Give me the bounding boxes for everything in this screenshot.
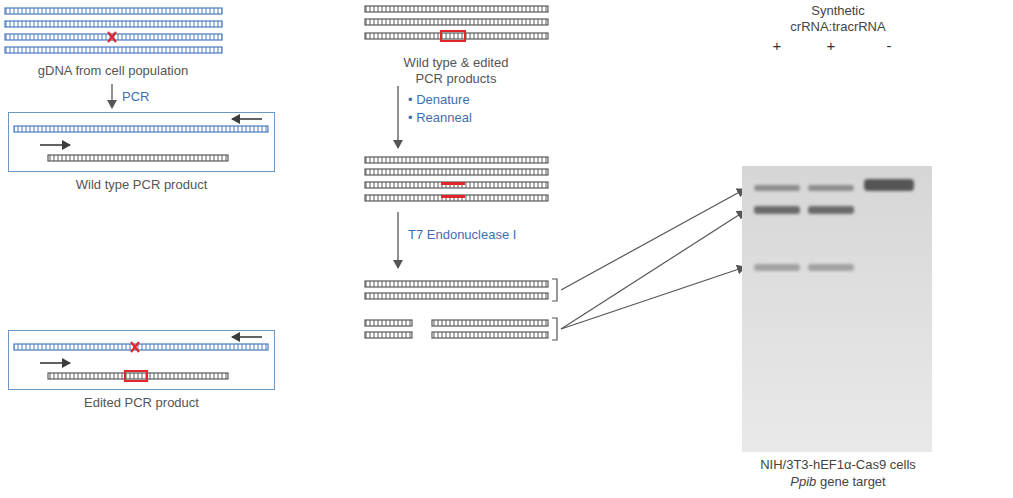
- lane-sign: +: [827, 38, 836, 54]
- leader-arrow: [561, 189, 745, 290]
- gel-bands: [754, 179, 914, 271]
- gel-caption: gene target: [820, 474, 886, 489]
- lane-sign: -: [887, 38, 892, 54]
- gel: [742, 166, 932, 452]
- dna-duplex: [365, 6, 548, 12]
- template-strand: [14, 126, 268, 132]
- dna-duplex: [5, 47, 222, 53]
- dna-duplex: [365, 19, 548, 25]
- gel-band: [754, 185, 800, 191]
- dna-duplex: [365, 293, 548, 299]
- genomic-dna: [5, 8, 222, 53]
- primer-arrow: [40, 362, 70, 364]
- reannealed-products: [365, 157, 548, 201]
- primer-arrow: [40, 144, 70, 146]
- dna-duplex: [5, 21, 222, 27]
- step-label: PCR: [122, 89, 149, 105]
- dna-duplex: [365, 281, 548, 287]
- pooled-products: [365, 6, 548, 41]
- box-caption: Wild type PCR product: [0, 177, 294, 193]
- step-label: T7 Endonuclease I: [408, 227, 516, 243]
- gel-band: [864, 179, 914, 191]
- gel-band: [754, 264, 800, 271]
- dna-duplex: [365, 182, 548, 188]
- dna-fragment: [365, 320, 412, 326]
- gene-name: Ppib: [790, 474, 816, 489]
- primer-arrow: [232, 336, 262, 338]
- gel-caption: NIH/3T3-hEF1α-Cas9 cells: [760, 457, 916, 473]
- bracket: [552, 279, 557, 301]
- dna-fragment: [432, 320, 548, 326]
- leader-arrow: [561, 267, 745, 329]
- edit-mark: [441, 31, 465, 41]
- dna-duplex: [365, 33, 548, 39]
- gel-band: [808, 185, 854, 191]
- step-arrow: [397, 86, 398, 148]
- step-arrow: [397, 212, 398, 268]
- pcr-product-box: Edited PCR product: [8, 330, 275, 390]
- mismatch-mark: [441, 195, 465, 198]
- mismatch-mark: [441, 182, 465, 185]
- edit-mark: [125, 371, 147, 381]
- dna-fragment: [432, 332, 548, 338]
- box-caption: Edited PCR product: [0, 395, 294, 411]
- leader-arrow: [561, 211, 745, 329]
- gel-band: [808, 264, 854, 271]
- dna-duplex: [365, 195, 548, 201]
- dna-duplex: [5, 8, 222, 14]
- pcr-amplicon: [48, 373, 228, 379]
- step-label: • Reanneal: [408, 110, 472, 126]
- gel-band: [754, 206, 800, 214]
- dna-duplex: [365, 157, 548, 163]
- figure-caption: gDNA from cell population: [38, 63, 188, 79]
- step-label: • Denature: [408, 92, 470, 108]
- gel-band: [808, 206, 854, 214]
- pcr-product-box: Wild type PCR product: [8, 112, 275, 172]
- lane-sign: +: [773, 38, 782, 54]
- caption-line: Ppib gene target: [790, 474, 885, 490]
- template-strand: [14, 344, 268, 350]
- wild-type-pcr: [14, 119, 268, 161]
- bracket: [552, 318, 557, 340]
- edit-mark: [108, 32, 116, 42]
- digested-products: [365, 279, 557, 340]
- figure-caption: Wild type & edited PCR products: [397, 55, 515, 87]
- gel-image: [742, 166, 932, 452]
- primer-arrow: [232, 118, 262, 120]
- lane-header: Synthetic crRNA:tracrRNA: [783, 3, 893, 35]
- dna-duplex: [365, 169, 548, 175]
- edit-mark: [131, 342, 139, 352]
- step-arrow: [111, 84, 112, 108]
- edited-pcr: [14, 337, 268, 381]
- pcr-amplicon: [48, 155, 228, 161]
- dna-fragment: [365, 332, 412, 338]
